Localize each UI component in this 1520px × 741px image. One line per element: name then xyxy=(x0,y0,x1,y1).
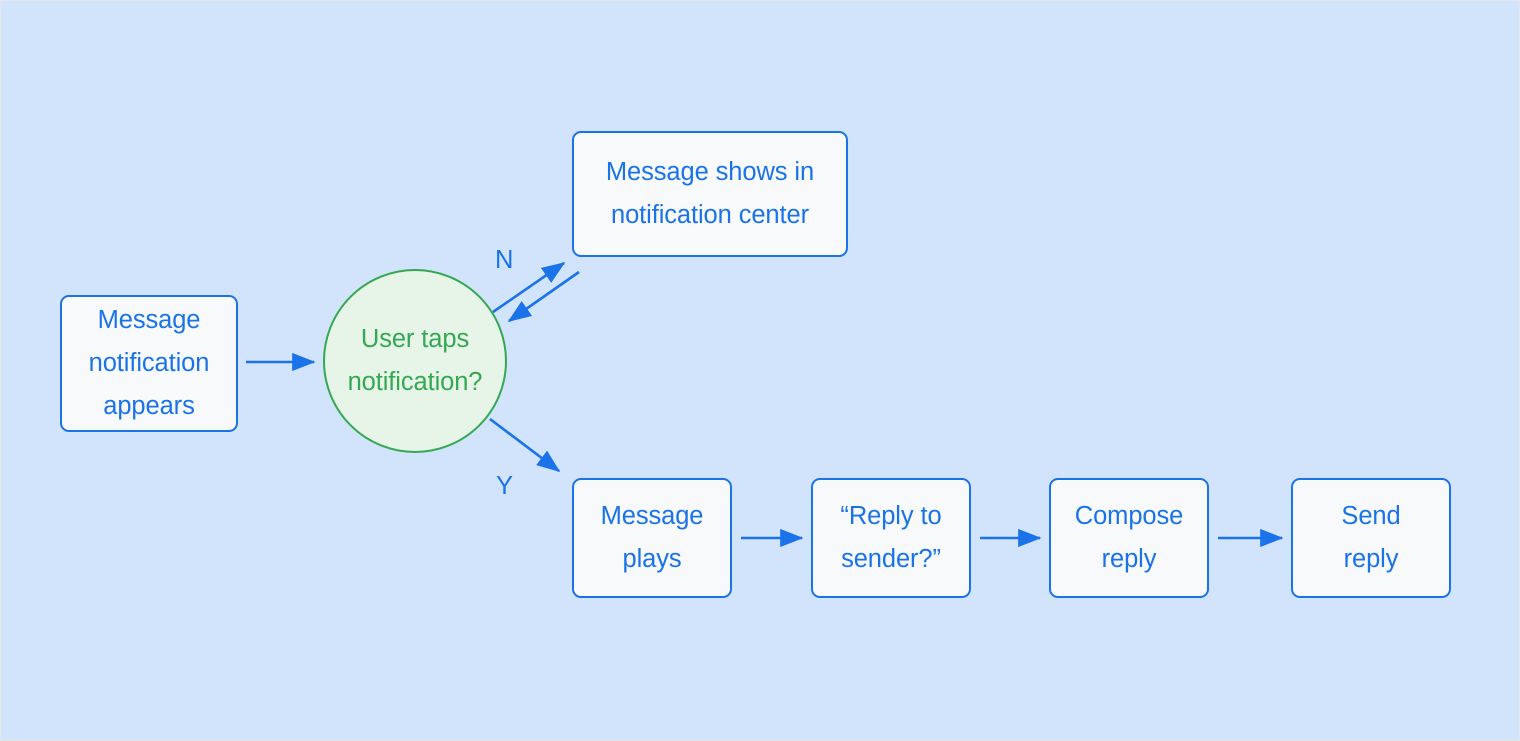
node-compose-reply[interactable]: Compose reply xyxy=(1049,478,1209,598)
edge-decision-to-message-plays xyxy=(489,417,561,473)
node-reply-to-sender-prompt[interactable]: “Reply to sender?” xyxy=(811,478,971,598)
node-user-taps-notification-decision[interactable]: User taps notification? xyxy=(323,269,507,453)
node-message-notification-appears[interactable]: Message notification appears xyxy=(60,295,238,432)
edge-label-yes: Y xyxy=(496,472,514,500)
node-send-reply[interactable]: Send reply xyxy=(1291,478,1451,598)
edge-label-no: N xyxy=(495,246,514,274)
node-message-shows-in-notification-center[interactable]: Message shows in notification center xyxy=(572,131,848,257)
edge-notif-center-to-decision xyxy=(507,270,580,323)
node-message-plays[interactable]: Message plays xyxy=(572,478,732,598)
